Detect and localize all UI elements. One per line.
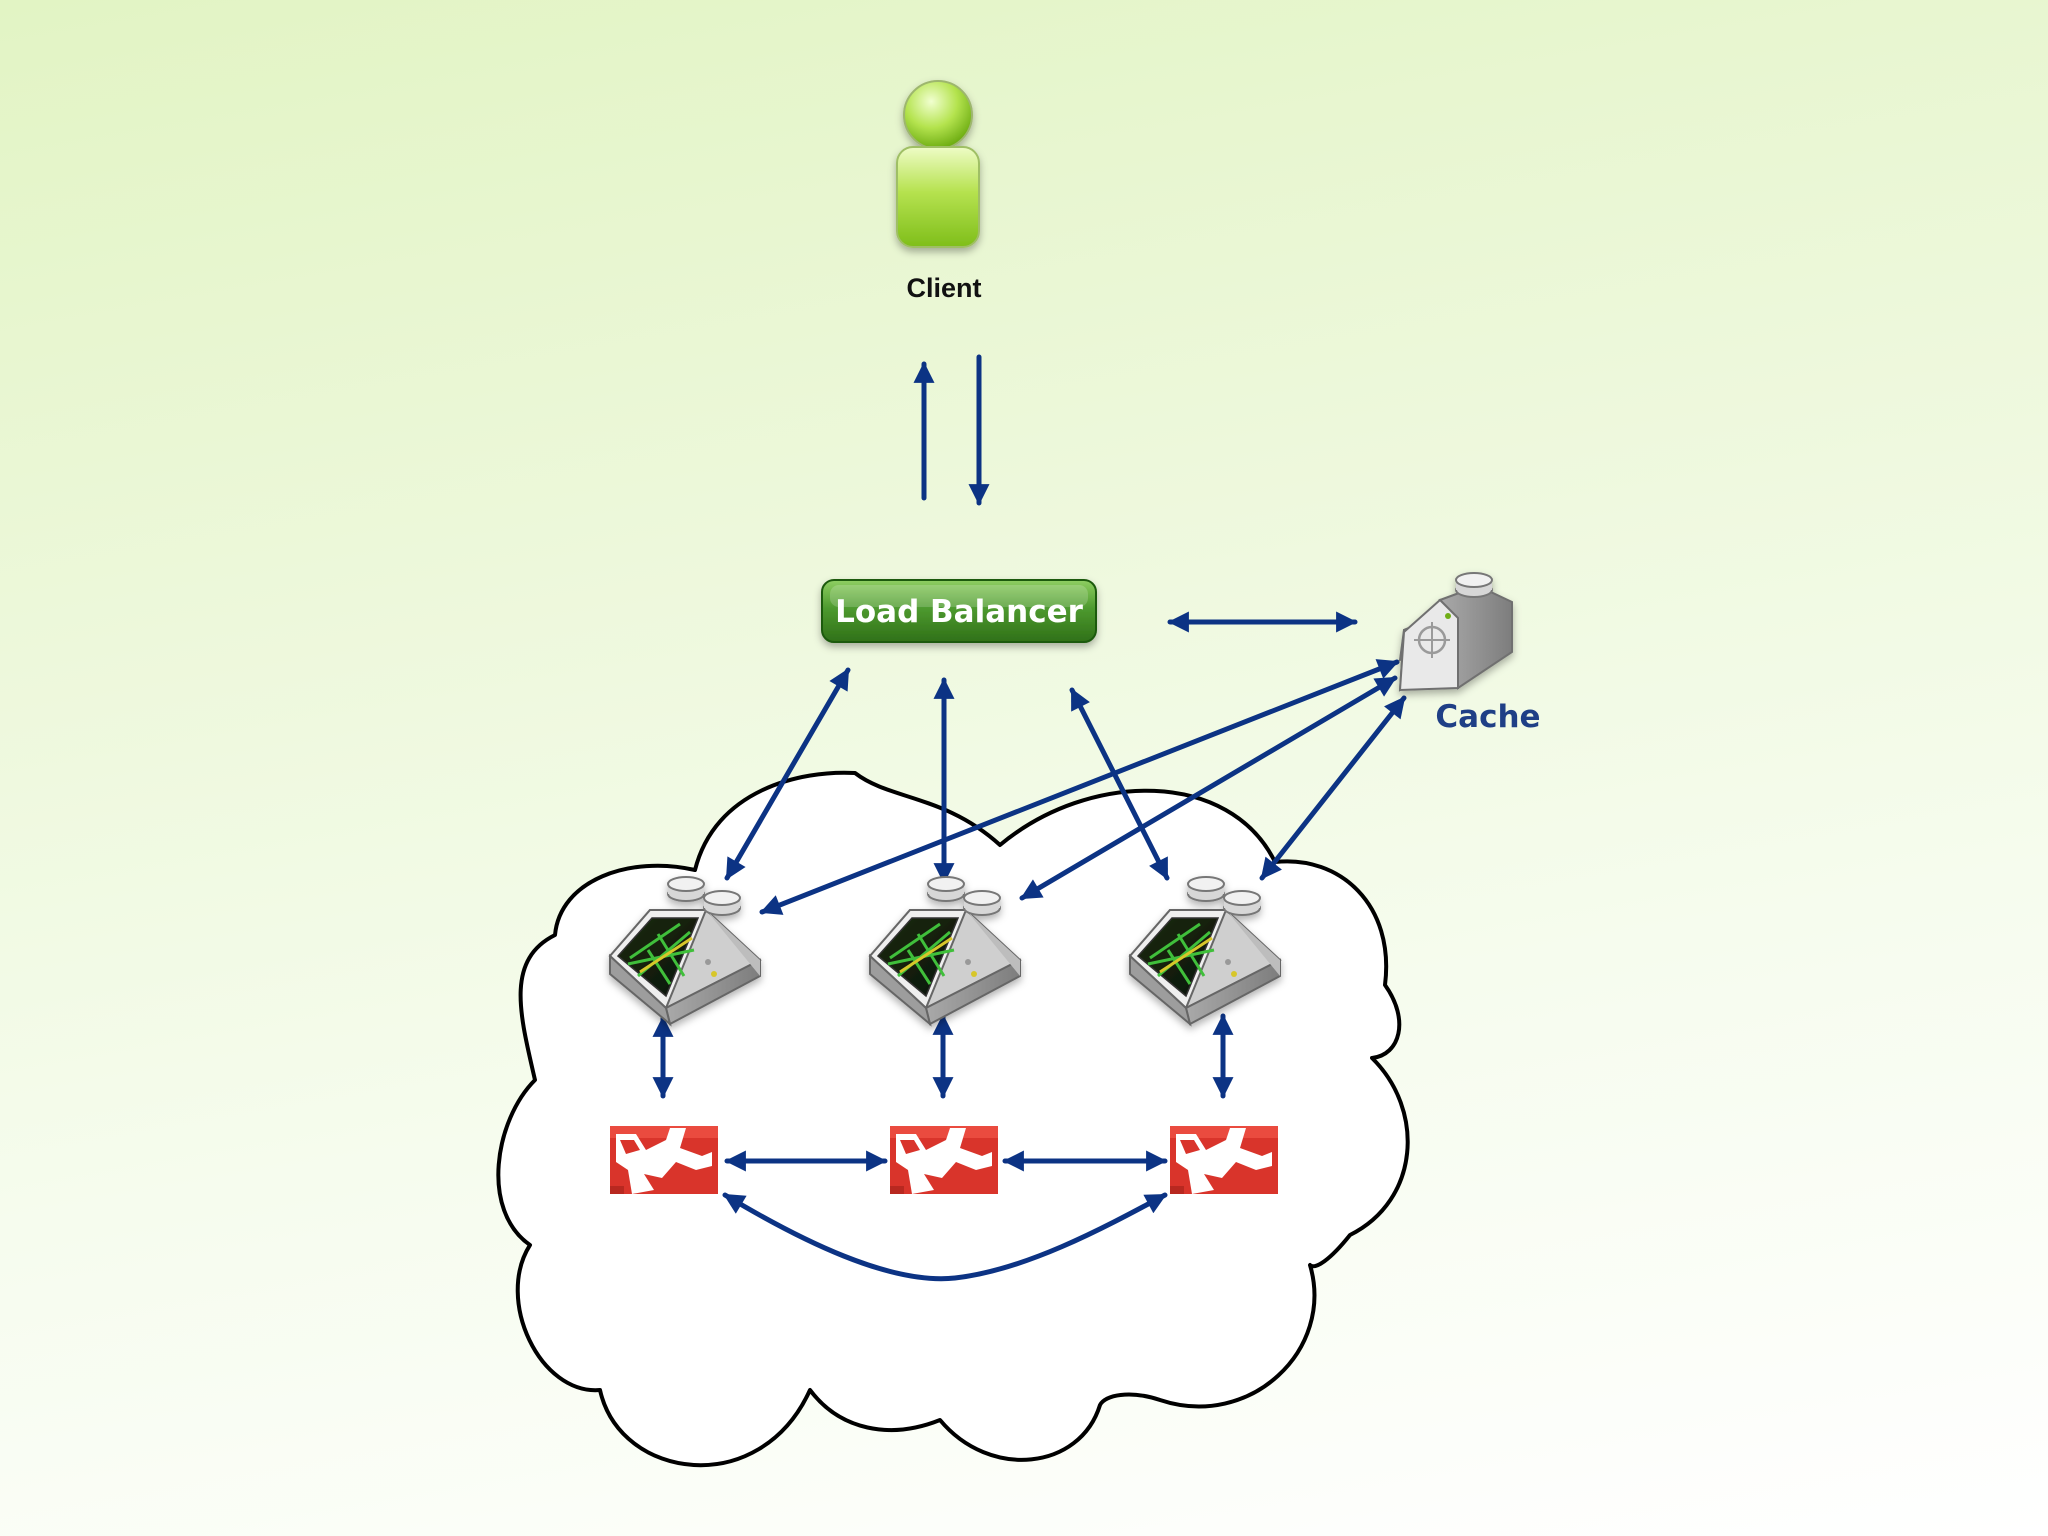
db-3 [1170, 1126, 1278, 1194]
db-2 [890, 1126, 998, 1194]
db-1 [610, 1126, 718, 1194]
load-balancer-label: Load Balancer [835, 594, 1084, 630]
client-node: Client [896, 80, 982, 303]
load-balancer-node: Load Balancer [821, 579, 1097, 643]
cache-icon [1398, 572, 1513, 692]
arrow-db1-db3 [722, 1192, 1168, 1282]
app-servers [608, 876, 1280, 1027]
arrows [652, 354, 1407, 1282]
load-balancer-box [821, 579, 1097, 643]
client-label: Client [906, 273, 981, 303]
databases [610, 1126, 1278, 1194]
client-icon [896, 80, 980, 248]
cache-label: Cache [1435, 699, 1540, 735]
cache-node: Cache [1398, 572, 1541, 735]
app-server-1 [608, 876, 762, 1027]
arrow-cache-app3 [1259, 695, 1407, 881]
